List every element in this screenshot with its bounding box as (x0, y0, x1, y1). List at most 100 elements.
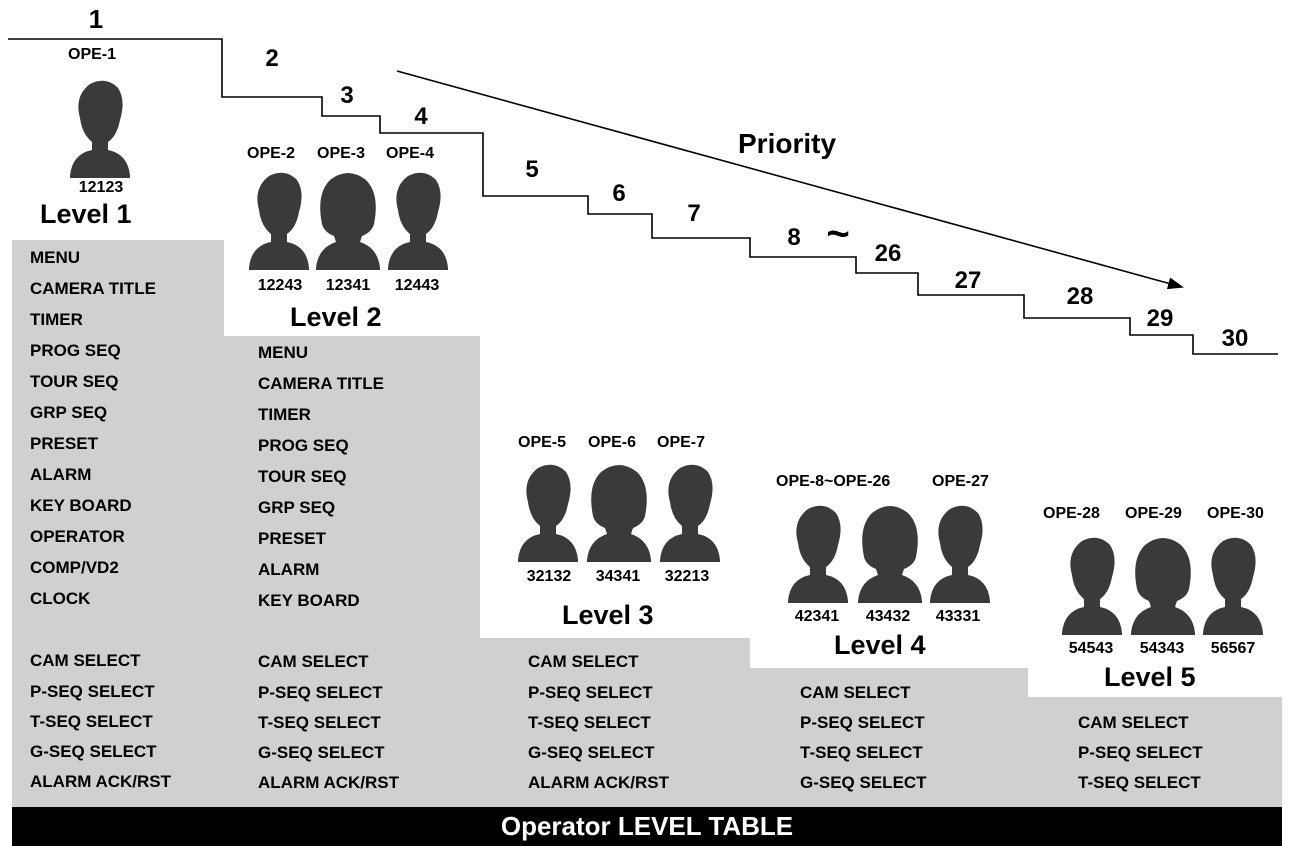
function-item: G-SEQ SELECT (30, 742, 157, 761)
operator-label: OPE-30 (1207, 505, 1264, 522)
function-item: COMP/VD2 (30, 558, 119, 577)
function-item: T-SEQ SELECT (800, 743, 923, 762)
level-title: Level 2 (290, 302, 382, 332)
operator-code: 12243 (257, 277, 303, 294)
function-item: TIMER (30, 310, 83, 329)
level-1-panel (12, 240, 224, 807)
operator-label: OPE-28 (1043, 505, 1100, 522)
male-operator-icon (660, 462, 720, 562)
male-operator-icon (70, 78, 130, 178)
function-item: CAM SELECT (528, 652, 639, 671)
function-item: T-SEQ SELECT (30, 712, 153, 731)
operator-label: OPE-2 (247, 145, 296, 162)
step-number: 2 (265, 45, 279, 72)
operator-label: OPE-6 (588, 434, 637, 451)
step-number: 3 (340, 82, 354, 109)
function-item: G-SEQ SELECT (800, 773, 927, 792)
male-operator-icon (1062, 535, 1122, 635)
function-item: T-SEQ SELECT (258, 713, 381, 732)
operator-label: OPE-1 (68, 46, 117, 63)
function-item: CLOCK (30, 589, 91, 608)
male-operator-icon (1203, 535, 1263, 635)
step-number: 8 (787, 224, 801, 251)
step-number: 5 (525, 156, 539, 183)
function-item: GRP SEQ (30, 403, 108, 422)
function-item: PROG SEQ (30, 341, 121, 360)
function-item: CAMERA TITLE (258, 374, 384, 393)
operator-code: 34341 (595, 568, 641, 585)
function-item: KEY BOARD (30, 496, 132, 515)
operator-code: 32132 (526, 568, 572, 585)
operator-code: 12123 (78, 179, 124, 196)
function-item: G-SEQ SELECT (258, 743, 385, 762)
level-2-panel (224, 336, 480, 807)
operator-code: 43432 (865, 608, 911, 625)
function-item: OPERATOR (30, 527, 125, 546)
step-number: 4 (414, 103, 428, 130)
function-item: CAM SELECT (800, 683, 911, 702)
male-operator-icon (249, 170, 309, 270)
function-item: G-SEQ SELECT (528, 743, 655, 762)
level-5-panel (1028, 697, 1282, 807)
operator-label: OPE-27 (932, 473, 989, 490)
operator-code: 54343 (1139, 640, 1185, 657)
function-item: PROG SEQ (258, 436, 349, 455)
level-title: Level 4 (834, 630, 926, 660)
male-operator-icon (930, 503, 990, 603)
function-item: P-SEQ SELECT (258, 683, 383, 702)
function-item: P-SEQ SELECT (30, 682, 155, 701)
female-operator-icon (1131, 535, 1195, 635)
step-tilde: ~ (826, 212, 850, 256)
function-item: MENU (30, 248, 81, 267)
operator-label: OPE-7 (657, 434, 706, 451)
function-item: ALARM ACK/RST (258, 773, 400, 792)
level-title: Level 3 (562, 600, 654, 630)
operator-code: 12341 (325, 277, 371, 294)
male-operator-icon (788, 503, 848, 603)
function-item: ALARM (258, 560, 320, 579)
function-item: CAM SELECT (1078, 713, 1189, 732)
male-operator-icon (388, 170, 448, 270)
operator-code: 32213 (664, 568, 710, 585)
step-number: 29 (1146, 305, 1174, 332)
function-item: PRESET (30, 434, 99, 453)
function-item: GRP SEQ (258, 498, 336, 517)
function-item: ALARM ACK/RST (528, 773, 670, 792)
step-number: 27 (954, 267, 982, 294)
function-item: ALARM (30, 465, 92, 484)
level-4-panel (750, 668, 1028, 807)
function-item: P-SEQ SELECT (528, 683, 653, 702)
level-title: Level 1 (40, 199, 132, 229)
level-title: Level 5 (1104, 662, 1196, 692)
step-number: 6 (612, 180, 626, 207)
function-item: P-SEQ SELECT (800, 713, 925, 732)
step-number: 1 (88, 4, 104, 34)
function-item: T-SEQ SELECT (528, 713, 651, 732)
female-operator-icon (587, 462, 651, 562)
operator-code: 43331 (935, 608, 981, 625)
operator-code: 12443 (394, 277, 440, 294)
operator-code: 54543 (1068, 640, 1114, 657)
table-title-footer: Operator LEVEL TABLE (12, 807, 1282, 846)
female-operator-icon (316, 170, 380, 270)
step-number: 7 (687, 200, 701, 227)
function-item: CAM SELECT (30, 651, 141, 670)
operator-code: 56567 (1210, 640, 1256, 657)
function-item: MENU (258, 343, 309, 362)
female-operator-icon (858, 503, 922, 603)
function-item: P-SEQ SELECT (1078, 743, 1203, 762)
function-item: TIMER (258, 405, 311, 424)
step-number: 28 (1066, 283, 1094, 310)
priority-label: Priority (738, 128, 837, 159)
function-item: KEY BOARD (258, 591, 360, 610)
operator-label: OPE-4 (386, 145, 435, 162)
function-item: CAMERA TITLE (30, 279, 156, 298)
level-3-panel (480, 638, 750, 807)
function-item: T-SEQ SELECT (1078, 773, 1201, 792)
staircase-line (8, 38, 1278, 355)
operator-code: 42341 (794, 608, 840, 625)
function-item: PRESET (258, 529, 327, 548)
step-number: 30 (1221, 325, 1249, 352)
function-item: CAM SELECT (258, 652, 369, 671)
